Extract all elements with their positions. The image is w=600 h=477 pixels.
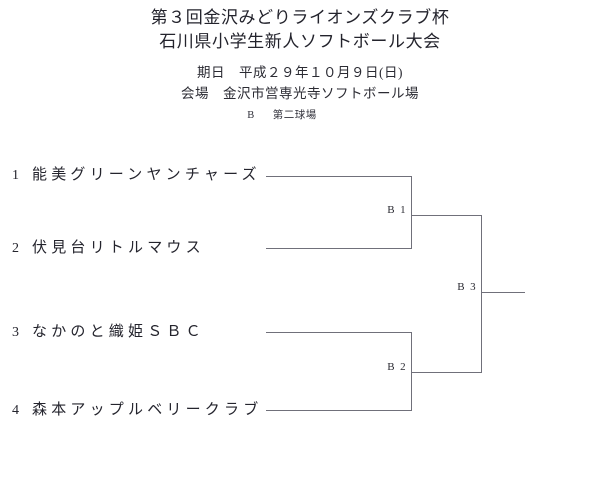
field-value: 第二球場 <box>272 110 317 121</box>
bracket-line-champion <box>481 292 525 293</box>
block-label: B <box>247 110 255 121</box>
match-label-b1: B 1 <box>387 204 407 216</box>
bracket-team-4: 4 森本アップルベリークラブ <box>12 398 262 419</box>
team-name: 森本アップルベリークラブ <box>32 402 263 418</box>
bracket-team-3: 3 なかのと織姫ＳＢＣ <box>12 320 205 341</box>
event-field-row: B 第二球場 <box>0 106 600 126</box>
match-label-b3: B 3 <box>457 281 477 293</box>
bracket-connector-b3 <box>481 215 482 373</box>
event-date-row: 期日 平成２９年１０月９日(日) <box>0 62 600 83</box>
team-seed: 1 <box>12 168 19 183</box>
match-label-b2: B 2 <box>387 361 407 373</box>
event-info: 期日 平成２９年１０月９日(日) 会場 金沢市営専光寺ソフトボール場 B 第二球… <box>0 62 600 126</box>
venue-value: 金沢市営専光寺ソフトボール場 <box>223 86 419 101</box>
date-value: 平成２９年１０月９日(日) <box>239 65 403 80</box>
team-seed: 2 <box>12 241 19 256</box>
page-title: 第３回金沢みどりライオンズクラブ杯 石川県小学生新人ソフトボール大会 <box>0 6 600 54</box>
event-venue-row: 会場 金沢市営専光寺ソフトボール場 <box>0 83 600 104</box>
bracket-line-team-2 <box>266 248 412 249</box>
date-label: 期日 <box>197 65 225 80</box>
team-seed: 4 <box>12 403 19 418</box>
team-name: 伏見台リトルマウス <box>32 240 205 256</box>
team-seed: 3 <box>12 325 19 340</box>
bracket-line-b2-out <box>411 372 481 373</box>
bracket-line-team-1 <box>266 176 412 177</box>
title-line-1: 第３回金沢みどりライオンズクラブ杯 <box>150 8 450 27</box>
bracket-line-b1-out <box>411 215 481 216</box>
venue-label: 会場 <box>181 86 209 101</box>
bracket-line-team-3 <box>266 332 412 333</box>
team-name: なかのと織姫ＳＢＣ <box>32 324 205 340</box>
bracket-line-team-4 <box>266 410 412 411</box>
title-line-2: 石川県小学生新人ソフトボール大会 <box>159 32 441 51</box>
bracket-team-2: 2 伏見台リトルマウス <box>12 236 205 257</box>
team-name: 能美グリーンヤンチャーズ <box>32 167 261 183</box>
bracket-connector-b2 <box>411 332 412 411</box>
bracket-team-1: 1 能美グリーンヤンチャーズ <box>12 163 261 184</box>
bracket-connector-b1 <box>411 176 412 249</box>
